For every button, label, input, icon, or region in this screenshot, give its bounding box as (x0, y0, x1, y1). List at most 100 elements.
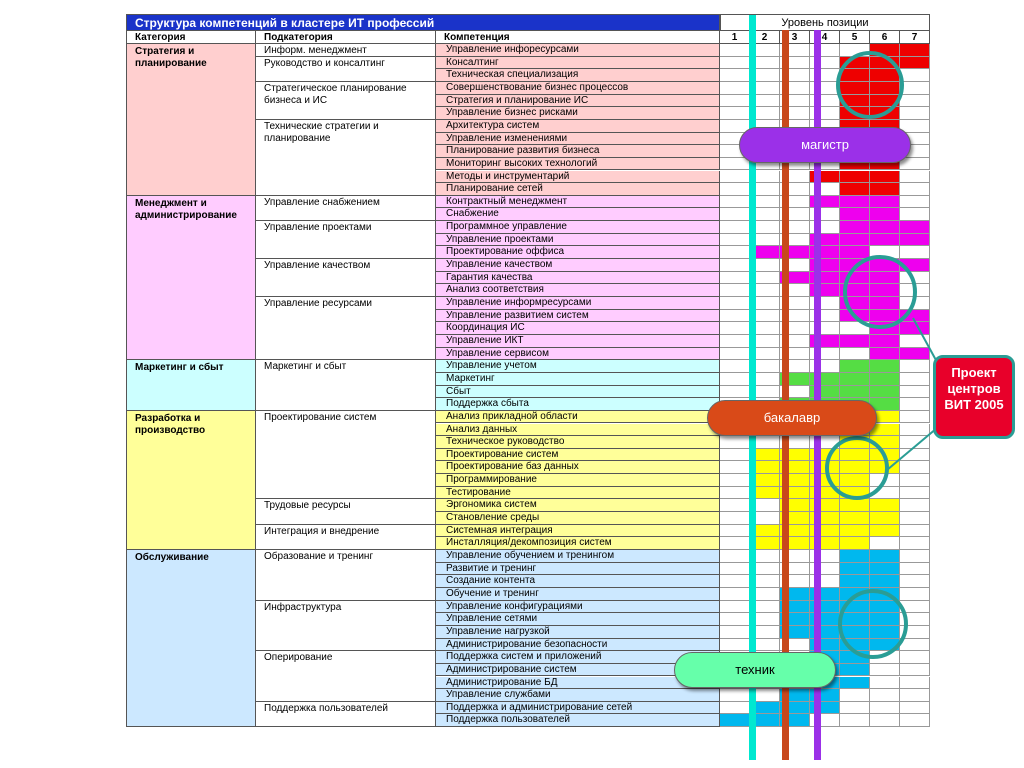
level-cell (750, 448, 780, 462)
level-cell (810, 347, 840, 361)
level-header-3: 3 (780, 31, 810, 44)
level-cell (900, 183, 930, 196)
level-cell (810, 625, 840, 639)
competency-cell: Программирование (436, 474, 720, 487)
level-cell (750, 259, 780, 272)
level-cell (870, 537, 900, 550)
level-cell (900, 398, 930, 411)
level-cell (900, 360, 930, 373)
subcategory-cell: Трудовые ресурсы (256, 499, 436, 525)
subcategory-cell: Поддержка пользователей (256, 701, 436, 728)
level-cell (900, 410, 930, 424)
level-cell (900, 663, 930, 677)
level-header-2: 2 (750, 31, 780, 44)
level-cell (780, 625, 810, 639)
level-cell (900, 69, 930, 82)
level-cell (840, 524, 870, 538)
level-cell (870, 170, 900, 184)
level-cell (720, 221, 750, 234)
bachelor-label: бакалавр (707, 400, 877, 436)
level-cell (810, 94, 840, 108)
level-cell (780, 512, 810, 525)
competency-table: Структура компетенций в кластере ИТ проф… (126, 14, 930, 736)
level-cell (840, 436, 870, 449)
level-cell (810, 56, 840, 70)
level-cell (780, 575, 810, 588)
level-cell (780, 246, 810, 260)
level-header-6: 6 (870, 31, 900, 44)
level-cell (870, 246, 900, 260)
level-cell (810, 714, 840, 728)
level-cell (900, 94, 930, 108)
level-cell (780, 259, 810, 272)
competency-cell: Управление изменениями (436, 132, 720, 146)
level-cell (810, 44, 840, 57)
level-cell (750, 550, 780, 563)
level-cell (810, 69, 840, 82)
competency-cell: Поддержка и администрирование сетей (436, 701, 720, 715)
level-cell (810, 309, 840, 323)
level-cell (720, 550, 750, 563)
level-cell (810, 587, 840, 601)
level-cell (870, 689, 900, 702)
level-cell (780, 474, 810, 487)
level-cell (720, 94, 750, 108)
level-cell (720, 334, 750, 348)
level-cell (750, 271, 780, 285)
level-cell (810, 638, 840, 652)
level-cell (780, 107, 810, 120)
level-cell (720, 486, 750, 500)
level-cell (750, 436, 780, 449)
level-cell (750, 562, 780, 576)
level-cell (750, 512, 780, 525)
level-cell (810, 208, 840, 222)
level-cell (870, 94, 900, 108)
category-cell: Менеджмент и администрирование (126, 195, 256, 361)
level-cell (870, 410, 900, 424)
level-cell (750, 309, 780, 323)
level-cell (750, 638, 780, 652)
level-cell (750, 322, 780, 335)
competency-cell: Анализ соответствия (436, 284, 720, 297)
competency-cell: Управление сетями (436, 613, 720, 626)
level-cell (720, 347, 750, 361)
competency-cell: Обучение и тренинг (436, 587, 720, 601)
competency-cell: Планирование развития бизнеса (436, 145, 720, 158)
level-cell (870, 221, 900, 234)
competency-cell: Управление конфигурациями (436, 600, 720, 614)
level-cell (870, 360, 900, 373)
level-cell (900, 81, 930, 95)
level-cell (750, 372, 780, 386)
level-cell (720, 157, 750, 171)
level-cell (720, 69, 750, 82)
level-cell (900, 461, 930, 475)
level-cell (870, 297, 900, 310)
competency-cell: Управление сервисом (436, 347, 720, 361)
level-cell (780, 486, 810, 500)
level-cell (810, 233, 840, 247)
level-cell (810, 195, 840, 209)
level-cell (810, 334, 840, 348)
level-cell (720, 360, 750, 373)
level-cell (840, 575, 870, 588)
level-cell (810, 221, 840, 234)
competency-cell: Стратегия и планирование ИС (436, 94, 720, 108)
level-cell (840, 271, 870, 285)
competency-cell: Программное управление (436, 221, 720, 234)
level-cell (840, 651, 870, 664)
level-cell (780, 271, 810, 285)
level-cell (840, 461, 870, 475)
level-header-5: 5 (840, 31, 870, 44)
level-cell (720, 372, 750, 386)
level-cell (870, 499, 900, 513)
level-cell (780, 233, 810, 247)
competency-cell: Гарантия качества (436, 271, 720, 285)
level-cell (780, 360, 810, 373)
competency-cell: Техническая специализация (436, 69, 720, 82)
level-cell (720, 195, 750, 209)
level-cell (810, 360, 840, 373)
level-cell (780, 537, 810, 550)
competency-cell: Мониторинг высоких технологий (436, 157, 720, 171)
level-cell (900, 246, 930, 260)
level-cell (750, 625, 780, 639)
